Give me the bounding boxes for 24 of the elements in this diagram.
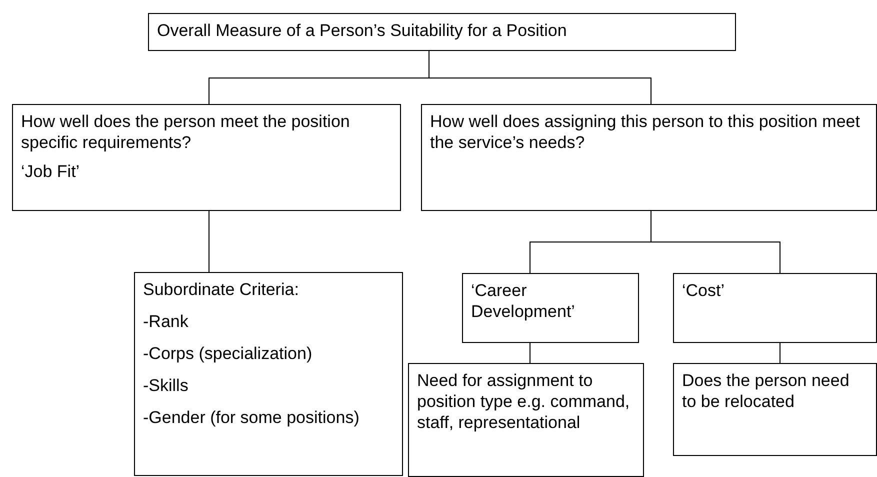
text-box xyxy=(462,273,639,343)
node-text: -Corps (specialization) xyxy=(143,343,314,364)
node-text: -Rank xyxy=(143,311,190,332)
node-text: How well does assigning this person to this position meet the service’s needs? xyxy=(430,111,861,153)
node-text: ‘Cost’ xyxy=(682,280,726,301)
node-text: -Gender (for some positions) xyxy=(143,407,360,428)
node-text: ‘Career Development’ xyxy=(471,280,576,322)
node-text: Does the person need to be relocated xyxy=(682,370,850,412)
node-text: How well does the person meet the position specific requirements? xyxy=(21,111,351,153)
text-box xyxy=(421,104,877,211)
node-text: Subordinate Criteria: xyxy=(143,279,300,300)
node-text: Need for assignment to position type e.g. command, staff, representational xyxy=(417,370,631,433)
connector-line xyxy=(428,50,652,104)
text-box xyxy=(673,273,877,343)
node-text: -Skills xyxy=(143,375,190,396)
connector-line xyxy=(650,210,780,274)
text-box xyxy=(408,363,644,477)
node-text: Overall Measure of a Person’s Suitability for a Position xyxy=(157,20,568,41)
text-box xyxy=(148,13,736,51)
connector-line xyxy=(208,210,210,272)
text-box xyxy=(673,363,877,456)
node-text: ‘Job Fit’ xyxy=(21,161,81,182)
text-box xyxy=(12,104,401,211)
text-box xyxy=(134,272,403,476)
